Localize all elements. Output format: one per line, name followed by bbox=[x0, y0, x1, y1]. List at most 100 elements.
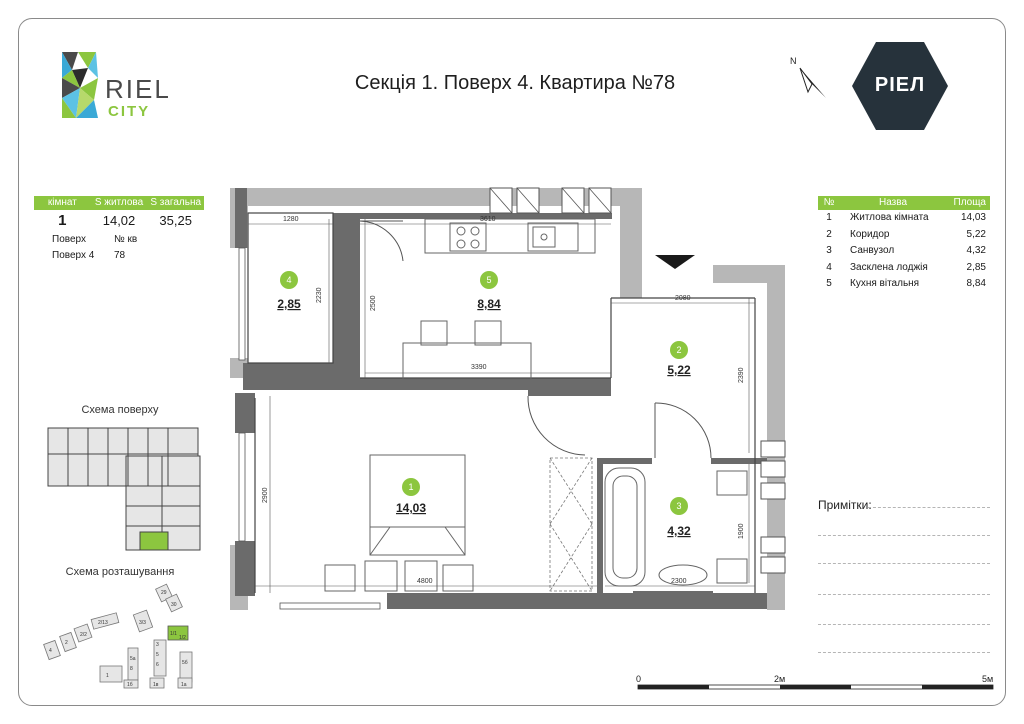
summary-rooms-value: 1 bbox=[58, 212, 67, 229]
notes-line bbox=[868, 507, 990, 508]
page-title: Секція 1. Поверх 4. Квартира №78 bbox=[354, 72, 676, 94]
floor-schema-thumbnail bbox=[47, 427, 201, 551]
loc-label: 2/13 bbox=[98, 620, 108, 626]
legend-row-name: Житлова кімната bbox=[850, 212, 929, 223]
room-1-number: 1 bbox=[408, 482, 413, 492]
loc-label: 6 bbox=[156, 662, 159, 668]
summary-floor-value: Поверх 4 bbox=[52, 250, 95, 261]
brand-riel-text: RIEL bbox=[105, 74, 171, 104]
summary-living-value: 14,02 bbox=[102, 213, 136, 228]
summary-total-value: 35,25 bbox=[159, 213, 192, 228]
apartment-summary-table: кімнат S житлова S загальна 1 14,02 35,2… bbox=[34, 196, 204, 264]
room-3-area: 4,32 bbox=[667, 524, 691, 538]
room-5-number: 5 bbox=[486, 275, 491, 285]
legend-row-area: 4,32 bbox=[966, 245, 986, 256]
summary-floor-label: Поверх bbox=[52, 234, 86, 245]
summary-header-rooms: кімнат bbox=[47, 197, 77, 208]
loc-label: 2 bbox=[65, 640, 68, 646]
loc-label: 5б bbox=[182, 660, 188, 666]
scale-label-0: 0 bbox=[636, 674, 641, 684]
dimension-label: 3610 bbox=[480, 216, 496, 223]
notes-line bbox=[818, 594, 990, 595]
legend-header-no: № bbox=[823, 197, 835, 208]
scale-label-2m: 2м bbox=[774, 674, 785, 684]
notes-line bbox=[818, 624, 990, 625]
legend-row: 4 Засклена лоджія 2,85 bbox=[818, 260, 990, 277]
summary-header-row: кімнат S житлова S загальна bbox=[34, 196, 204, 210]
loc-label: 4 bbox=[49, 648, 52, 654]
loc-label: 3/3 bbox=[139, 620, 146, 626]
summary-sub-values: Поверх 4 78 bbox=[34, 248, 204, 264]
legend-row-no: 3 bbox=[826, 245, 832, 256]
apartment-floor-plan: 1280 3610 2230 2500 2080 3390 2390 2900 … bbox=[230, 187, 786, 610]
room-2-badge bbox=[670, 341, 688, 359]
legend-row-no: 5 bbox=[826, 278, 832, 289]
loc-label: 3 bbox=[156, 642, 159, 648]
dimension-label: 2390 bbox=[738, 367, 745, 383]
loc-label: 1 bbox=[106, 673, 109, 679]
floor-schema-title: Схема поверху bbox=[81, 404, 159, 416]
legend-row-area: 2,85 bbox=[966, 261, 986, 273]
room-5-badge bbox=[480, 271, 498, 289]
loc-label: 5 bbox=[156, 652, 159, 658]
notes-label: Примітки: bbox=[818, 498, 872, 512]
room-3-number: 3 bbox=[676, 501, 681, 511]
loc-label: 1б bbox=[127, 682, 133, 688]
legend-row-name: Санвузол bbox=[850, 245, 895, 256]
rooms-legend-table: № Назва Площа 1 Житлова кімната 14,03 2 … bbox=[818, 196, 990, 293]
legend-row-no: 1 bbox=[826, 212, 832, 223]
compass-label: N bbox=[790, 56, 797, 66]
summary-values-row: 1 14,02 35,25 bbox=[34, 210, 204, 232]
scale-label-5m: 5м bbox=[982, 674, 993, 684]
location-schema-thumbnail: 29 30 2/13 2/2 3/3 1/1 1/2 3 4 2 5 5a 6 … bbox=[43, 583, 193, 689]
legend-row: 5 Кухня вітальня 8,84 bbox=[818, 276, 990, 293]
sheet-frame bbox=[18, 18, 1006, 706]
loc-label: 1/2 bbox=[179, 635, 186, 641]
riel-city-logo-icon bbox=[62, 52, 98, 118]
summary-header-living: S житлова bbox=[94, 197, 144, 208]
legend-row: 1 Житлова кімната 14,03 bbox=[818, 210, 990, 227]
dimension-label: 2230 bbox=[316, 287, 323, 303]
loc-label: 29 bbox=[161, 590, 167, 596]
dimension-label: 2300 bbox=[671, 578, 687, 585]
notes-line bbox=[818, 652, 990, 653]
legend-header-area: Площа bbox=[953, 197, 987, 208]
legend-row-name: Кухня вітальня bbox=[850, 278, 920, 289]
room-4-area: 2,85 bbox=[277, 297, 301, 311]
dimension-label: 1900 bbox=[738, 523, 745, 539]
location-schema-highlight bbox=[167, 625, 189, 641]
notes-line bbox=[818, 535, 990, 536]
room-1-badge bbox=[402, 478, 420, 496]
room-3-badge bbox=[670, 497, 688, 515]
legend-row-name: Коридор bbox=[850, 228, 890, 240]
brand-riel-hex-text: РІЕЛ bbox=[874, 74, 926, 96]
summary-header-total: S загальна bbox=[150, 197, 202, 208]
dimension-label: 3390 bbox=[471, 364, 487, 371]
location-schema-title: Схема розташування bbox=[65, 566, 175, 578]
loc-label: 1/1 bbox=[170, 631, 177, 637]
room-4-number: 4 bbox=[286, 275, 291, 285]
legend-row-area: 5,22 bbox=[966, 228, 986, 240]
loc-label: 2/2 bbox=[80, 632, 87, 638]
legend-row-area: 14,03 bbox=[960, 212, 986, 223]
notes-line bbox=[818, 563, 990, 564]
legend-row-name: Засклена лоджія bbox=[850, 261, 928, 273]
dimension-label: 4800 bbox=[417, 578, 433, 585]
room-1-area: 14,03 bbox=[396, 501, 426, 515]
legend-header-name: Назва bbox=[878, 197, 908, 208]
summary-sub-labels: Поверх № кв bbox=[34, 232, 204, 248]
dimension-label: 2900 bbox=[262, 487, 269, 503]
room-2-number: 2 bbox=[676, 345, 681, 355]
legend-row: 2 Коридор 5,22 bbox=[818, 227, 990, 244]
dimension-label: 1280 bbox=[283, 216, 299, 223]
legend-row-no: 4 bbox=[826, 261, 832, 273]
loc-label: 30 bbox=[171, 602, 177, 608]
entrance-arrow-icon bbox=[655, 255, 695, 269]
loc-label: 8 bbox=[130, 666, 133, 672]
room-5-area: 8,84 bbox=[477, 297, 501, 311]
brand-city-text: CITY bbox=[108, 103, 151, 120]
summary-apt-value: 78 bbox=[114, 250, 126, 261]
loc-label: 5a bbox=[130, 656, 136, 662]
summary-apt-label: № кв bbox=[114, 234, 138, 245]
